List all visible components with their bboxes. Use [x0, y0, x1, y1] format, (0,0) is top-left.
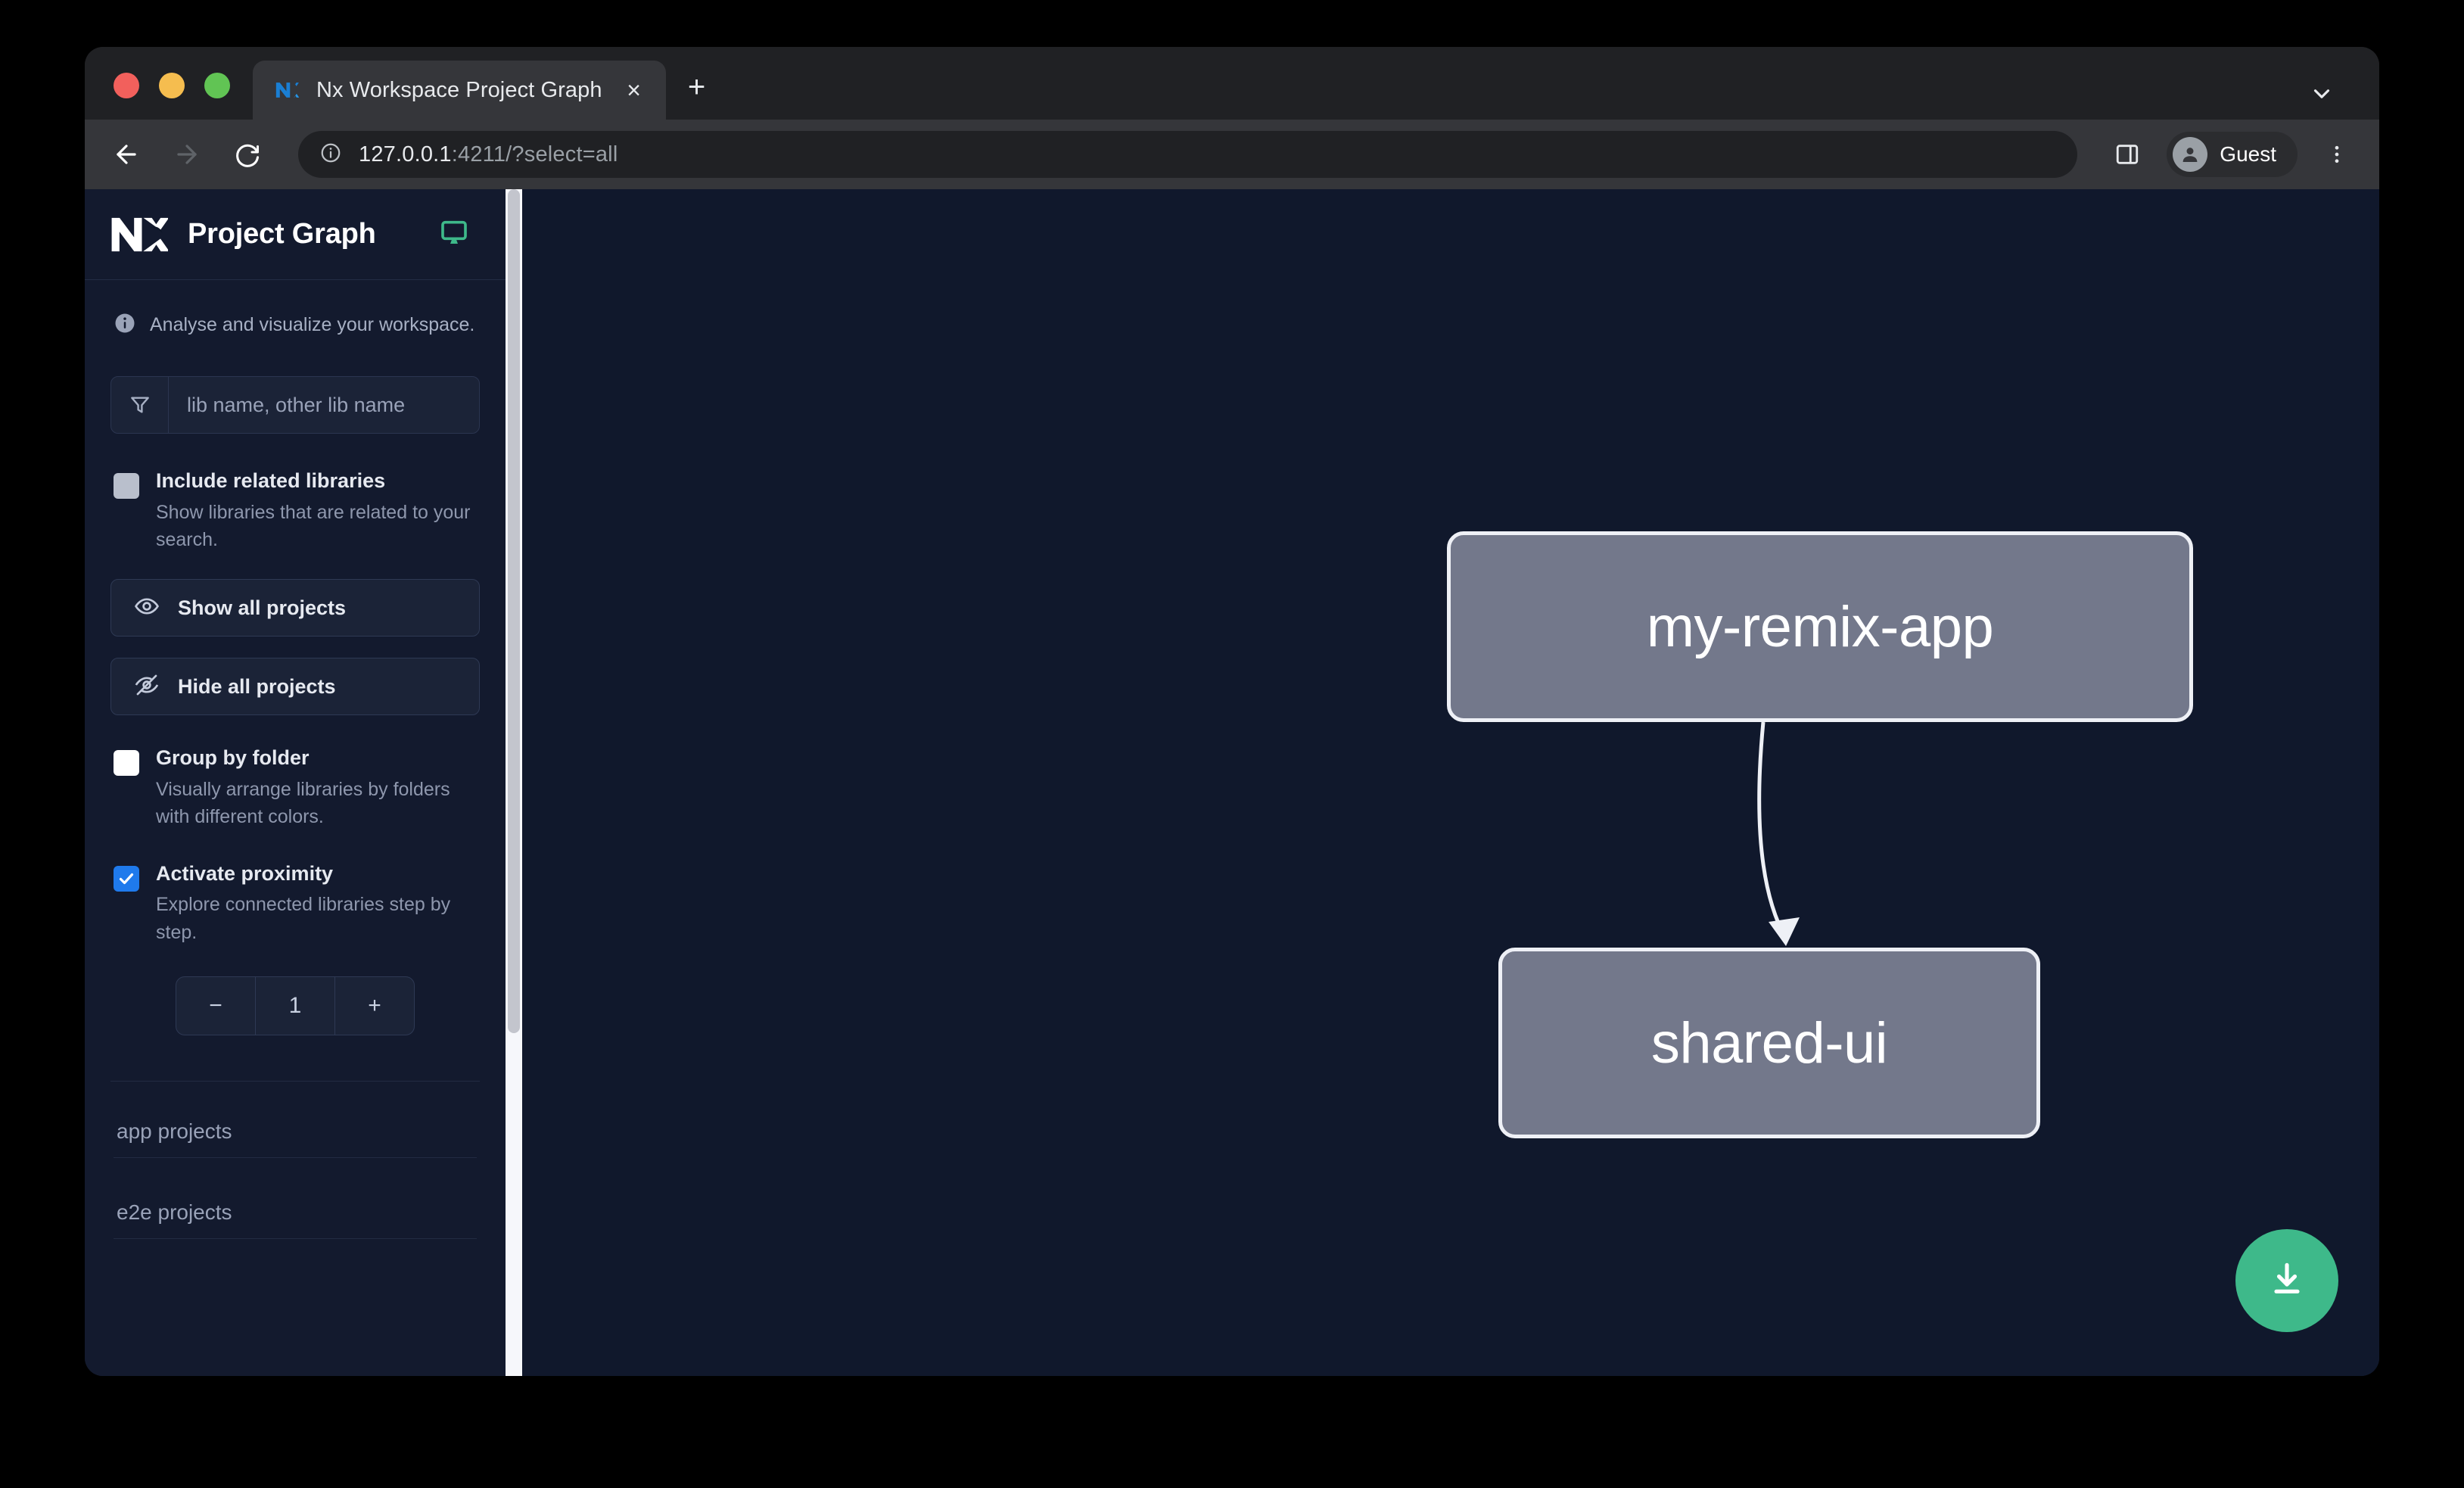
edge-my-remix-app-to-shared-ui — [1757, 721, 1788, 940]
filter-funnel-icon — [111, 377, 169, 433]
address-bar-url: 127.0.0.1:4211/?select=all — [359, 142, 618, 167]
proximity-decrement-button[interactable]: − — [209, 992, 222, 1018]
graph-edges — [1757, 721, 1800, 946]
hide-all-projects-button[interactable]: Hide all projects — [110, 658, 480, 716]
graph-node-my-remix-app[interactable]: my-remix-app — [1447, 531, 2193, 722]
option-group-by-folder[interactable]: Group by folder Visually arrange librari… — [110, 746, 480, 830]
page-title: Project Graph — [188, 218, 376, 250]
include-related-libraries-checkbox[interactable] — [114, 473, 139, 499]
proximity-value: 1 — [255, 976, 334, 1035]
browser-tab[interactable]: Nx Workspace Project Graph × — [253, 61, 666, 120]
show-all-projects-button[interactable]: Show all projects — [110, 579, 480, 637]
monitor-icon[interactable] — [439, 217, 469, 251]
minimize-window-button[interactable] — [159, 73, 185, 98]
address-bar[interactable]: 127.0.0.1:4211/?select=all — [298, 131, 2078, 178]
nx-logo — [110, 213, 170, 256]
option-description: Show libraries that are related to your … — [156, 501, 471, 550]
sidebar-divider — [110, 1080, 480, 1082]
proximity-increment-button[interactable]: + — [334, 976, 414, 1035]
chevron-down-icon[interactable] — [2305, 77, 2338, 111]
download-graph-button[interactable] — [2235, 1229, 2338, 1332]
group-by-folder-checkbox[interactable] — [114, 750, 139, 777]
graph-node-shared-ui[interactable]: shared-ui — [1498, 948, 2040, 1138]
info-circle-icon[interactable] — [319, 142, 342, 168]
sidebar-scrollbar-thumb[interactable] — [508, 189, 520, 1033]
project-graph-canvas[interactable]: my-remix-app shared-ui — [522, 189, 2379, 1376]
kebab-menu-icon[interactable] — [2317, 135, 2357, 174]
tagline: Analyse and visualize your workspace. — [110, 280, 480, 338]
sidebar: Project Graph — [85, 189, 506, 1376]
eye-off-icon — [134, 672, 160, 702]
window-traffic-lights — [85, 73, 230, 120]
sidebar-scrollbar[interactable] — [506, 189, 522, 1376]
option-label: Activate proximity — [156, 861, 334, 885]
search-input[interactable]: lib name, other lib name — [110, 376, 480, 434]
activate-proximity-checkbox[interactable] — [114, 865, 139, 892]
url-path: :4211/?select=all — [451, 142, 618, 167]
download-icon — [2266, 1258, 2308, 1304]
graph-node-label: shared-ui — [1650, 1010, 1888, 1076]
graph-node-label: my-remix-app — [1646, 594, 1994, 659]
sidebar-header: Project Graph — [85, 189, 506, 280]
close-window-button[interactable] — [114, 73, 139, 98]
edge-arrowhead — [1769, 917, 1800, 946]
browser-window: Nx Workspace Project Graph × + — [85, 47, 2379, 1376]
url-host: 127.0.0.1 — [359, 142, 452, 167]
eye-icon — [134, 593, 160, 623]
hide-all-projects-label: Hide all projects — [178, 674, 336, 698]
proximity-stepper: − 1 + — [176, 976, 415, 1035]
group-heading-e2e-projects[interactable]: e2e projects — [114, 1158, 477, 1239]
info-icon — [114, 312, 136, 338]
tab-strip: Nx Workspace Project Graph × + — [85, 47, 2379, 120]
sidebar-body: Analyse and visualize your workspace. li… — [85, 280, 506, 1239]
option-label: Include related libraries — [156, 469, 386, 492]
option-include-related-libraries[interactable]: Include related libraries Show libraries… — [110, 469, 480, 553]
option-label: Group by folder — [156, 746, 310, 770]
forward-arrow-icon[interactable] — [166, 134, 207, 175]
side-panel-icon[interactable] — [2108, 135, 2147, 174]
reload-icon[interactable] — [227, 134, 268, 175]
search-input-placeholder: lib name, other lib name — [187, 393, 406, 416]
back-arrow-icon[interactable] — [106, 134, 147, 175]
avatar — [2173, 137, 2208, 172]
tab-title: Nx Workspace Project Graph — [316, 77, 602, 102]
tagline-text: Analyse and visualize your workspace. — [150, 314, 475, 335]
browser-toolbar: 127.0.0.1:4211/?select=all Guest — [85, 120, 2379, 189]
option-description: Explore connected libraries step by step… — [156, 894, 451, 943]
maximize-window-button[interactable] — [204, 73, 230, 98]
nx-favicon-icon — [274, 77, 300, 103]
profile-name: Guest — [2220, 142, 2276, 166]
group-heading-app-projects[interactable]: app projects — [114, 1082, 477, 1158]
page-viewport: Project Graph — [85, 189, 2379, 1376]
profile-button[interactable]: Guest — [2167, 132, 2298, 177]
option-activate-proximity[interactable]: Activate proximity Explore connected lib… — [110, 861, 480, 946]
option-description: Visually arrange libraries by folders wi… — [156, 779, 450, 828]
show-all-projects-label: Show all projects — [178, 596, 347, 619]
close-icon[interactable]: × — [627, 76, 641, 104]
new-tab-button[interactable]: + — [687, 70, 706, 104]
